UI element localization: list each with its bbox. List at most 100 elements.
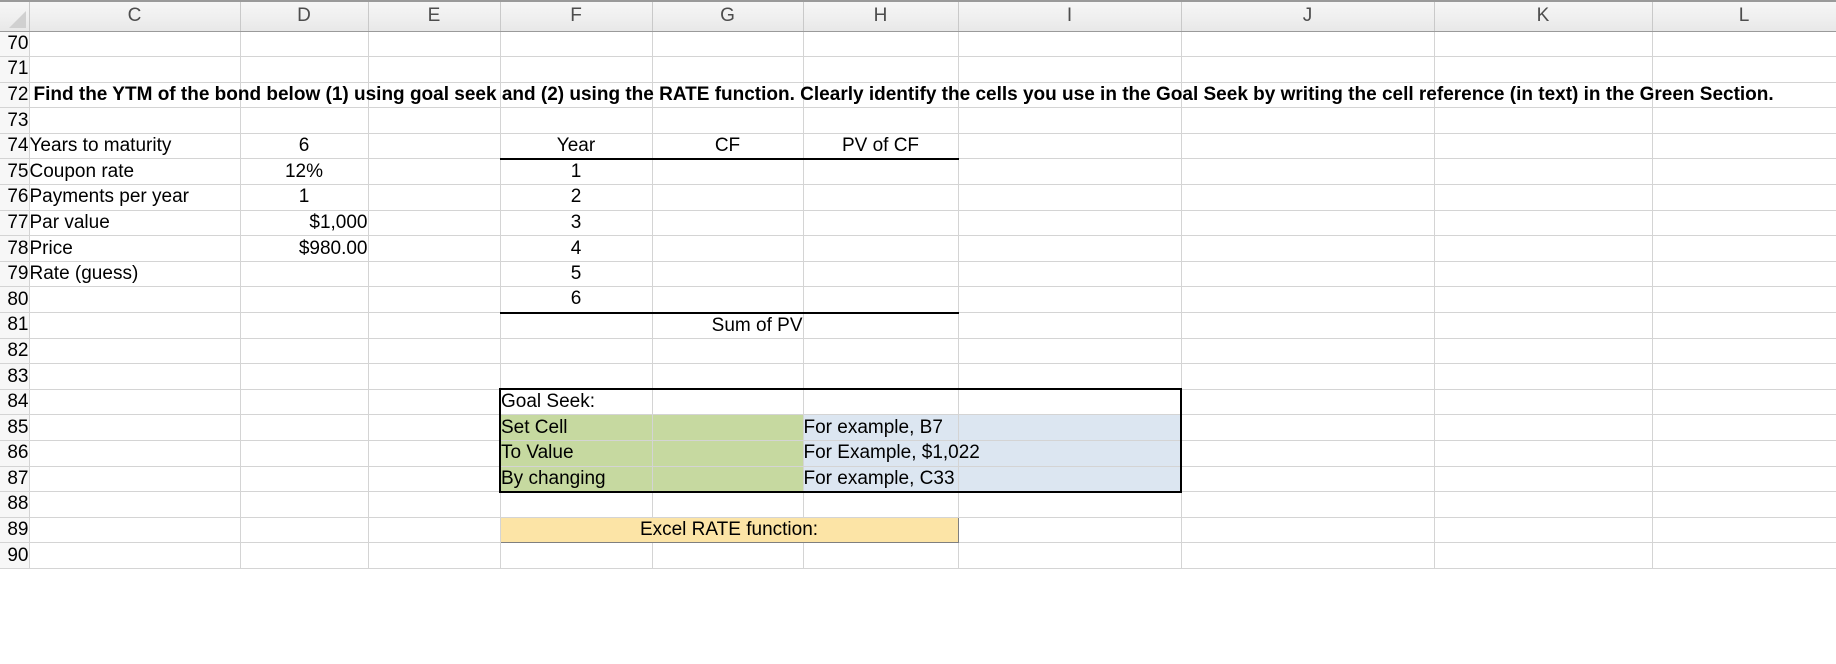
row-header-77[interactable]: 77 (0, 210, 30, 237)
cell-I84[interactable] (958, 388, 1182, 416)
cell-G82[interactable] (652, 338, 804, 365)
column-header-J[interactable]: J (1181, 0, 1435, 32)
cell-E86[interactable] (368, 440, 501, 467)
cell-C80[interactable] (29, 286, 241, 314)
cell-C75-label-coupon-rate[interactable]: Coupon rate (29, 158, 241, 186)
cell-F82[interactable] (500, 338, 653, 365)
row-header-71[interactable]: 71 (0, 56, 30, 83)
cell-J72[interactable] (1181, 82, 1435, 109)
cell-C82[interactable] (29, 338, 241, 365)
cell-J79[interactable] (1181, 261, 1435, 288)
cell-L89[interactable] (1652, 517, 1836, 544)
cell-G87-answer-by-changing[interactable] (652, 466, 804, 493)
cell-E84[interactable] (368, 389, 501, 416)
column-header-L[interactable]: L (1652, 0, 1836, 32)
cell-F79-year-5[interactable]: 5 (500, 261, 653, 288)
cell-I70[interactable] (958, 31, 1182, 58)
cell-C73[interactable] (29, 107, 241, 134)
cell-E74[interactable] (368, 133, 501, 160)
cell-J77[interactable] (1181, 210, 1435, 237)
cell-L80[interactable] (1652, 286, 1836, 314)
cell-F88[interactable] (500, 491, 653, 518)
worksheet-grid[interactable]: C D E F G H I J K L 70 71 (0, 0, 1836, 569)
cell-J74[interactable] (1181, 133, 1435, 160)
cell-G77-cf-3[interactable] (652, 210, 804, 237)
cell-E72[interactable] (368, 82, 501, 109)
cell-J76[interactable] (1181, 184, 1435, 211)
cell-L76[interactable] (1652, 184, 1836, 211)
cell-I89[interactable] (958, 517, 1182, 544)
cell-L74[interactable] (1652, 133, 1836, 160)
cell-L77[interactable] (1652, 210, 1836, 237)
cell-I76[interactable] (958, 184, 1182, 211)
cell-J75[interactable] (1181, 158, 1435, 186)
row-header-70[interactable]: 70 (0, 31, 30, 58)
cell-G88[interactable] (652, 491, 804, 518)
column-header-C[interactable]: C (29, 0, 241, 32)
cell-J70[interactable] (1181, 31, 1435, 58)
cell-E76[interactable] (368, 184, 501, 211)
cell-I79[interactable] (958, 261, 1182, 288)
cell-F73[interactable] (500, 107, 653, 134)
cell-K84[interactable] (1434, 389, 1653, 416)
cell-G75-cf-1[interactable] (652, 158, 804, 186)
cell-C78-label-price[interactable]: Price (29, 235, 241, 262)
cell-D81[interactable] (240, 312, 369, 339)
cell-K80[interactable] (1434, 286, 1653, 314)
cell-L86[interactable] (1652, 440, 1836, 467)
cell-J84[interactable] (1181, 389, 1435, 416)
cell-G78-cf-4[interactable] (652, 235, 804, 262)
cell-H78-pv-4[interactable] (803, 235, 959, 262)
cell-I74[interactable] (958, 133, 1182, 160)
cell-K73[interactable] (1434, 107, 1653, 134)
cell-H72[interactable] (803, 82, 959, 109)
cell-G71[interactable] (652, 56, 804, 83)
cell-D76-value-payments-per-year[interactable]: 1 (240, 184, 369, 211)
cell-E87[interactable] (368, 466, 501, 493)
column-header-I[interactable]: I (958, 0, 1182, 32)
cell-F86-label-to-value[interactable]: To Value (499, 440, 653, 467)
cell-I87[interactable] (958, 466, 1182, 493)
cell-J73[interactable] (1181, 107, 1435, 134)
cell-L79[interactable] (1652, 261, 1836, 288)
cell-H77-pv-3[interactable] (803, 210, 959, 237)
cell-K76[interactable] (1434, 184, 1653, 211)
cell-J85[interactable] (1181, 414, 1435, 441)
cell-C88[interactable] (29, 491, 241, 518)
cell-K83[interactable] (1434, 363, 1653, 390)
cell-D85[interactable] (240, 414, 369, 441)
cell-G81-label-sum-of-pv[interactable]: Sum of PV (652, 312, 804, 339)
row-header-73[interactable]: 73 (0, 107, 30, 134)
cell-K86[interactable] (1434, 440, 1653, 467)
cell-I81[interactable] (958, 312, 1182, 339)
row-header-85[interactable]: 85 (0, 414, 30, 441)
cell-L75[interactable] (1652, 158, 1836, 186)
cell-D70[interactable] (240, 31, 369, 58)
cell-I85[interactable] (958, 414, 1182, 441)
cell-F72[interactable] (500, 82, 653, 109)
cell-E73[interactable] (368, 107, 501, 134)
cell-L71[interactable] (1652, 56, 1836, 83)
cell-G85-answer-set-cell[interactable] (652, 414, 804, 441)
cell-H90[interactable] (803, 542, 959, 569)
cell-D89[interactable] (240, 517, 369, 544)
cell-E82[interactable] (368, 338, 501, 365)
cell-C74-label-years-to-maturity[interactable]: Years to maturity (29, 133, 241, 160)
cell-K81[interactable] (1434, 312, 1653, 339)
cell-G74-header-cf[interactable]: CF (652, 133, 804, 160)
cell-E85[interactable] (368, 414, 501, 441)
cell-G79-cf-5[interactable] (652, 261, 804, 288)
cell-K72[interactable] (1434, 82, 1653, 109)
cell-E79[interactable] (368, 261, 501, 288)
cell-J89[interactable] (1181, 517, 1435, 544)
cell-D83[interactable] (240, 363, 369, 390)
cell-E71[interactable] (368, 56, 501, 83)
cell-F78-year-4[interactable]: 4 (500, 235, 653, 262)
cell-D87[interactable] (240, 466, 369, 493)
cell-I72[interactable] (958, 82, 1182, 109)
cell-K90[interactable] (1434, 542, 1653, 569)
cell-C86[interactable] (29, 440, 241, 467)
row-header-87[interactable]: 87 (0, 466, 30, 493)
cell-C81[interactable] (29, 312, 241, 339)
